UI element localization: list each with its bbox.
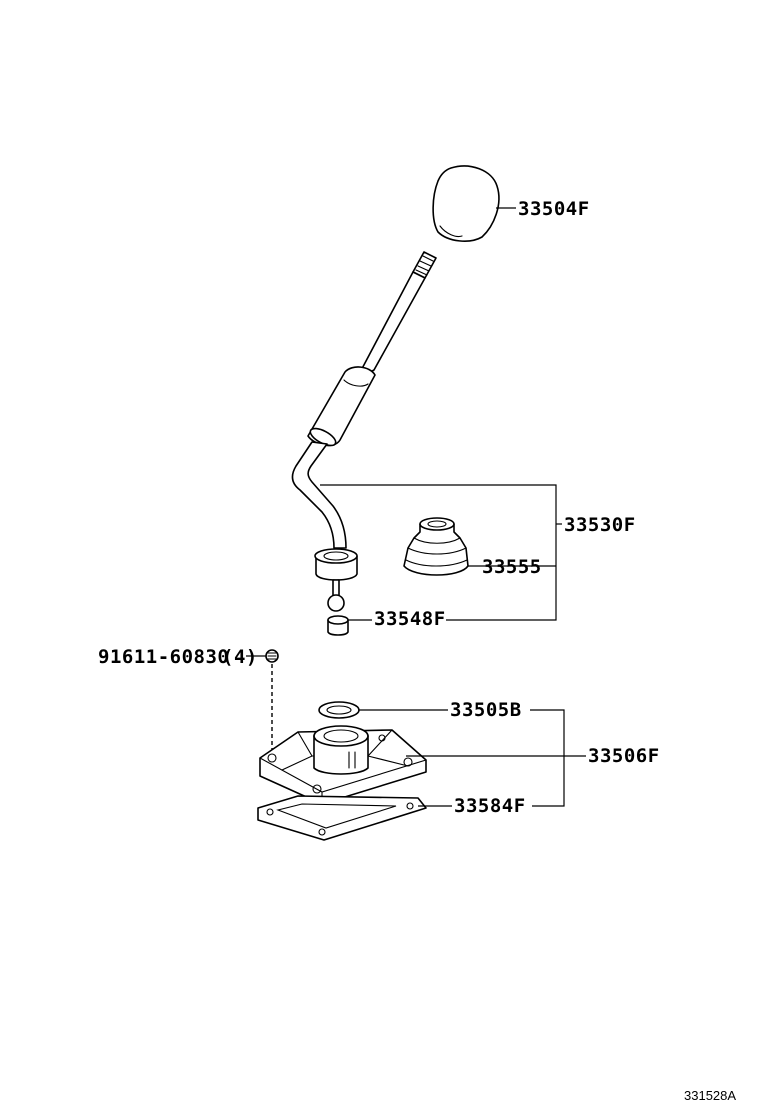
- reference-code: 331528A: [684, 1088, 736, 1103]
- leader-lines: [246, 207, 586, 807]
- label-lever-assembly: 33530F: [564, 514, 636, 536]
- label-bolt: 91611-60830: [98, 646, 229, 668]
- label-knob: 33504F: [518, 198, 590, 220]
- bushing-drawing: [318, 701, 360, 719]
- shift-knob-drawing: [432, 165, 500, 242]
- retainer-drawing: [259, 725, 427, 805]
- label-boot: 33555: [482, 556, 542, 578]
- shift-lever-drawing: [291, 251, 437, 612]
- boot-drawing: [403, 517, 469, 576]
- seat-drawing: [327, 615, 349, 636]
- label-seat: 33548F: [374, 608, 446, 630]
- label-bolt-qty: (4): [222, 646, 258, 668]
- label-retainer: 33506F: [588, 745, 660, 767]
- bolt-symbol: [265, 649, 279, 750]
- label-bushing: 33505B: [450, 699, 522, 721]
- gasket-drawing: [257, 795, 427, 841]
- label-gasket: 33584F: [454, 795, 526, 817]
